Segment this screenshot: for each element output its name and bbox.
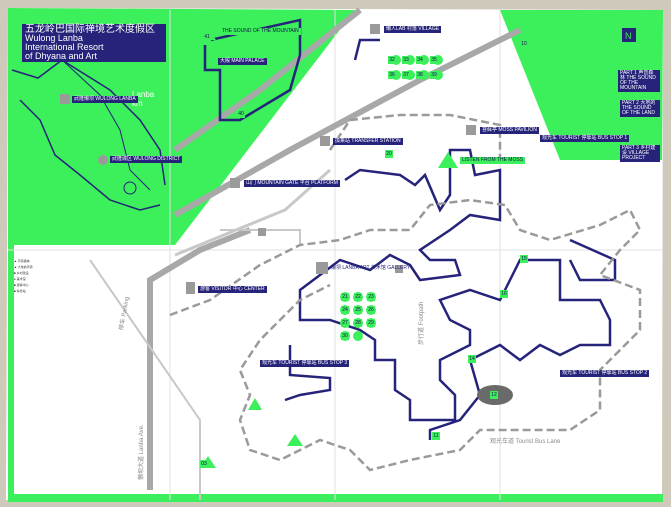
site-marker[interactable]: 24: [341, 306, 349, 314]
legend-item: ■ 游客中心: [14, 283, 29, 287]
site-marker[interactable]: 40: [237, 110, 245, 118]
site-marker[interactable]: 37: [402, 71, 410, 79]
label-sound-of-mountain[interactable]: THE SOUND OF THE MOUNTAIN: [220, 28, 301, 35]
site-marker[interactable]: 21: [341, 293, 349, 301]
site-marker[interactable]: 33: [402, 56, 410, 64]
lab-village-icon: [370, 24, 380, 34]
site-marker[interactable]: 36: [388, 71, 396, 79]
label-part3: PART 3 乡村建设 VILLAGE PROJECT: [620, 145, 660, 162]
svg-text:N: N: [625, 31, 632, 41]
map-title-en1: Wulong Lanba: [25, 33, 83, 43]
label-part2: PART 2 大地的 THE SOUND OF THE LAND: [620, 100, 660, 117]
label-bus-stop-3[interactable]: 观光车 TOURIST 停靠站 BUS STOP 3: [260, 360, 350, 367]
inset-mountain-icon: [60, 94, 70, 104]
label-visitor-center[interactable]: 游客 VISITOR 中心 CENTER: [198, 286, 267, 293]
green-panel-top-left: [8, 8, 355, 245]
site-marker[interactable]: 20: [385, 150, 393, 158]
site-marker[interactable]: 25: [354, 306, 362, 314]
site-marker[interactable]: 23: [367, 293, 375, 301]
site-marker[interactable]: 03: [200, 460, 208, 468]
label-bus-stop-1[interactable]: 观光车 TOURIST 停靠站 BUS STOP 1: [540, 135, 630, 142]
label-bus-stop-2[interactable]: 观光车 TOURIST 停靠站 BUS STOP 2: [560, 370, 650, 377]
map-title-en3: of Dhyana and Art: [25, 51, 98, 61]
site-marker[interactable]: 30: [341, 332, 349, 340]
gallery-icon: [316, 262, 328, 274]
inset-label-wulong-lanba: 武隆懒坝 WULONG LANBA: [72, 96, 138, 103]
map-title-en2: International Resort: [25, 42, 104, 52]
site-marker[interactable]: 28: [354, 319, 362, 327]
north-arrow-icon: [622, 28, 636, 42]
legend-panel: [14, 252, 80, 490]
site-marker[interactable]: 35: [430, 56, 438, 64]
site-marker[interactable]: 22: [354, 293, 362, 301]
site-marker[interactable]: 11: [432, 432, 440, 440]
triangle-icon: [248, 398, 262, 410]
site-marker[interactable]: 15: [520, 255, 528, 263]
label-transfer-station[interactable]: 換乘站 TRANSFER STATION: [333, 138, 403, 145]
map-title-zh: 五龙岭巴国际禅境艺术度假区: [25, 24, 155, 35]
green-left-strip: [8, 245, 14, 500]
label-lanba-gallery[interactable]: 懒坝 LANBA ART 美术馆 GALLERY: [331, 265, 411, 271]
legend-item: ● 美术馆: [14, 277, 26, 281]
legend-list: ▲ 声音森林 ▲ 大地的声音 ■ 乡村建设 ● 美术馆 ■ 游客中心 ■ 停靠站: [14, 258, 72, 294]
info-icon: [186, 282, 195, 294]
site-marker[interactable]: 14: [468, 355, 476, 363]
label-tourist-bus-lane: 观光车道 Tourist Bus Lane: [490, 439, 561, 445]
inset-label-wulong-district: 武隆城区 WULONG DISTRICT: [110, 156, 183, 163]
label-footpath: 步行道 Footpath: [419, 301, 425, 345]
site-marker[interactable]: 41: [203, 33, 211, 41]
legend-item: ▲ 大地的声音: [14, 265, 33, 269]
legend-item: ■ 乡村建设: [14, 271, 29, 275]
label-listen-moss[interactable]: LISTEN FROM THE MOSS: [460, 157, 526, 164]
site-marker[interactable]: 26: [367, 306, 375, 314]
map-title: 五龙岭巴国际禅境艺术度假区 Wulong Lanba International…: [22, 24, 166, 62]
mountain-triangle-icon: [438, 152, 458, 168]
label-lab-village[interactable]: 懒人LAB 村落 VILLAGE: [384, 26, 442, 33]
label-moss-pavilion[interactable]: 苔藓亭 MOSS PAVILION: [480, 127, 539, 134]
legend-item: ■ 停靠站: [14, 289, 26, 293]
site-marker[interactable]: 10: [520, 40, 528, 48]
big-mark: Lanba km: [132, 90, 155, 108]
legend-item: ▲ 声音森林: [14, 259, 30, 263]
green-panel-top-right: [500, 10, 663, 160]
site-marker[interactable]: 39: [430, 71, 438, 79]
moss-pavilion-icon: [466, 125, 476, 135]
label-part1: PART 1 声音森林 THE SOUND OF THE MOUNTAIN: [618, 70, 660, 92]
small-building-icon: [395, 265, 403, 273]
small-building-icon: [258, 228, 266, 236]
site-marker[interactable]: 29: [367, 319, 375, 327]
site-marker[interactable]: 27: [341, 319, 349, 327]
site-marker[interactable]: 32: [388, 56, 396, 64]
inset-district-icon: [98, 155, 108, 165]
site-marker[interactable]: 12: [490, 391, 498, 399]
label-mountain-gate[interactable]: 山门 MOUNTAIN GATE 平台 PLATFORM: [244, 180, 340, 187]
site-marker[interactable]: 34: [416, 56, 424, 64]
site-marker[interactable]: 16: [500, 290, 508, 298]
triangle-icon: [287, 434, 303, 446]
label-lanba-ave: 懒坝大道 Lanba Ave.: [139, 424, 145, 480]
label-main-palace[interactable]: 大殿 MAIN PALACE: [218, 58, 267, 65]
mountain-gate-icon: [230, 178, 240, 188]
transfer-station-icon: [320, 136, 330, 146]
site-marker[interactable]: 38: [416, 71, 424, 79]
